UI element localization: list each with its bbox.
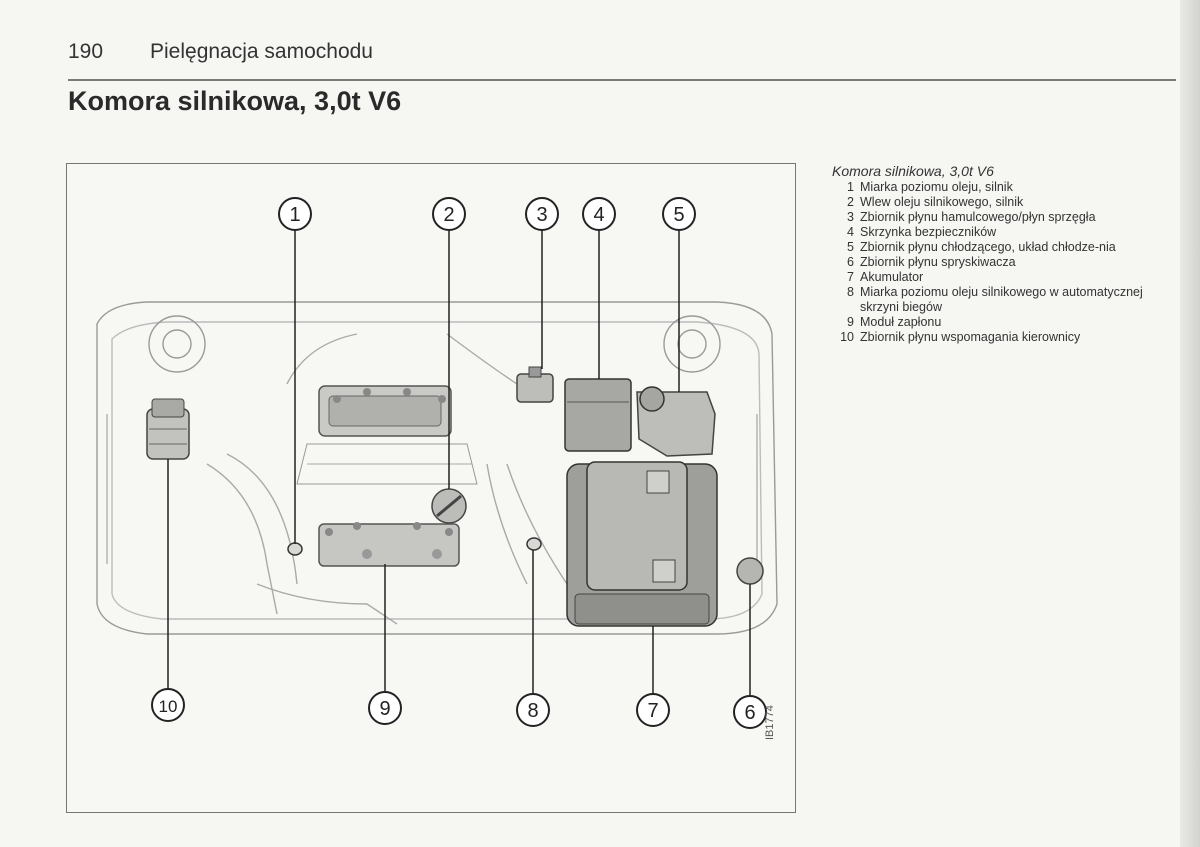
legend-item: 6 Zbiornik płynu spryskiwacza [832, 255, 1162, 270]
legend-item-number: 6 [847, 255, 854, 269]
legend-item: 10 Zbiornik płynu wspomagania kierownicy [832, 330, 1162, 345]
legend-item: 1 Miarka poziomu oleju, silnik [832, 180, 1162, 195]
legend-item-number: 10 [840, 330, 854, 344]
callout-3: 3 [525, 197, 559, 231]
legend-item-number: 3 [847, 210, 854, 224]
legend-item-text: Zbiornik płynu spryskiwacza [860, 255, 1016, 269]
legend-item: 5 Zbiornik płynu chłodzącego, układ chłod… [832, 240, 1162, 255]
legend-item-text: Skrzynka bezpieczników [860, 225, 997, 239]
section-title: Pielęgnacja samochodu [150, 40, 373, 63]
callout-2: 2 [432, 197, 466, 231]
callout-10-label: 10 [159, 697, 178, 716]
callout-5: 5 [662, 197, 696, 231]
legend-item-text: Zbiornik płynu chłodzącego, układ chłodz… [860, 240, 1116, 254]
legend-item-number: 7 [847, 270, 854, 284]
legend-item-text: Moduł zapłonu [860, 315, 942, 329]
callout-2-label: 2 [443, 204, 454, 226]
intake-plenum [296, 385, 478, 485]
legend-item: 4 Skrzynka bezpieczników [832, 225, 1162, 240]
power-steering-reservoir [146, 398, 190, 460]
legend-title: Komora silnikowa, 3,0t V6 [832, 163, 994, 179]
callout-9: 9 [368, 691, 402, 725]
legend-item-number: 2 [847, 195, 854, 209]
legend-list: 1 Miarka poziomu oleju, silnik 2 Wlew olej… [832, 180, 1162, 345]
callout-8: 8 [516, 693, 550, 727]
engine-bay-outline [96, 301, 778, 635]
legend-item: 7 Akumulator [832, 270, 1162, 285]
page-title: Komora silnikowa, 3,0t V6 [68, 86, 402, 116]
legend-item-text: Zbiornik płynu wspomagania kierownicy [860, 330, 1081, 344]
callout-4: 4 [582, 197, 616, 231]
coolant-reservoir [636, 386, 716, 457]
engine-bay-illustration: 1 2 3 4 5 10 9 8 [96, 197, 778, 729]
callout-leader-lines [167, 230, 751, 697]
legend-item-text: Akumulator [860, 270, 924, 284]
battery [566, 461, 718, 627]
callout-6-label: 6 [744, 702, 755, 724]
callout-1-label: 1 [289, 204, 300, 226]
callout-7: 7 [636, 693, 670, 727]
legend-item: 8 Miarka poziomu oleju silnikowego w auto… [832, 285, 1162, 315]
legend-item-text: Miarka poziomu oleju silnikowego w autom… [860, 285, 1143, 314]
figure-code: IB1774 [764, 705, 776, 740]
callout-10: 10 [151, 688, 185, 722]
callout-8-label: 8 [527, 700, 538, 722]
legend-item-number: 8 [847, 285, 854, 299]
page-number: 190 [68, 40, 104, 63]
legend-item-text: Wlew oleju silnikowego, silnik [860, 195, 1024, 209]
callout-3-label: 3 [536, 204, 547, 226]
legend-item: 9 Moduł zapłonu [832, 315, 1162, 330]
page-edge [1180, 0, 1200, 847]
callout-9-label: 9 [379, 698, 390, 720]
legend-item: 2 Wlew oleju silnikowego, silnik [832, 195, 1162, 210]
callout-1: 1 [278, 197, 312, 231]
legend-item-number: 1 [847, 180, 854, 194]
header-divider [68, 79, 1176, 81]
legend-item: 3 Zbiornik płynu hamulcowego/płyn sprzęgł… [832, 210, 1162, 225]
fuse-box [564, 378, 632, 452]
legend-item-text: Zbiornik płynu hamulcowego/płyn sprzęgła [860, 210, 1096, 224]
ignition-module [318, 522, 460, 567]
callout-7-label: 7 [647, 700, 658, 722]
callout-5-label: 5 [673, 204, 684, 226]
callout-4-label: 4 [593, 204, 604, 226]
legend-item-number: 9 [847, 315, 854, 329]
engine-bay-figure: 1 2 3 4 5 10 9 8 [66, 163, 796, 813]
legend-item-text: Miarka poziomu oleju, silnik [860, 180, 1013, 194]
legend-item-number: 4 [847, 225, 854, 239]
callout-6: 6 [733, 695, 767, 729]
brake-fluid-reservoir [516, 366, 554, 403]
washer-fluid-reservoir [736, 557, 764, 585]
oil-filler-cap [431, 488, 467, 524]
engine-oil-dipstick [287, 542, 303, 556]
transmission-dipstick [526, 537, 542, 551]
legend-item-number: 5 [847, 240, 854, 254]
